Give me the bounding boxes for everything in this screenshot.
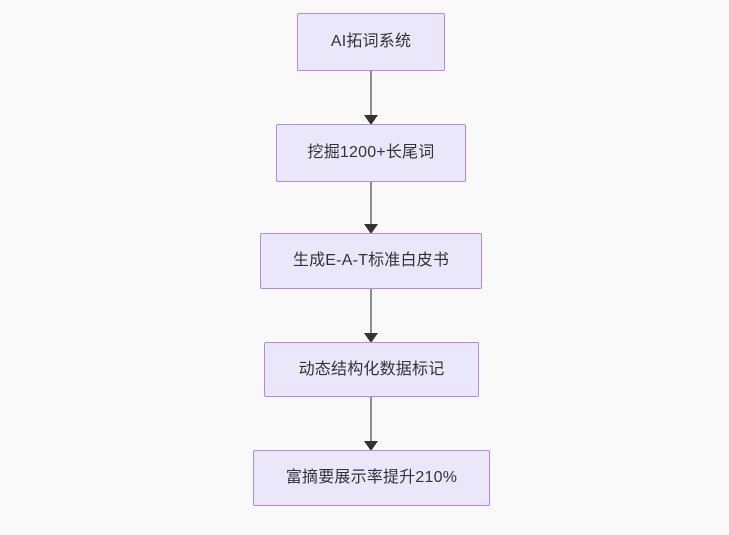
flow-node-label: 挖掘1200+长尾词 [307,144,435,162]
flow-node-ai-keyword-system[interactable]: AI拓词系统 [297,13,445,71]
edge-n2-n3 [364,182,378,234]
flow-node-generate-eat-whitepaper[interactable]: 生成E-A-T标准白皮书 [260,233,482,289]
flow-node-label: 富摘要展示率提升210% [285,469,458,487]
flow-node-label: 动态结构化数据标记 [298,360,445,378]
flow-node-dynamic-structured-data-markup[interactable]: 动态结构化数据标记 [264,342,479,397]
edge-n3-n4 [364,289,378,343]
edge-n1-n2 [364,71,378,125]
edge-n4-n5 [364,397,378,451]
flow-node-label: AI拓词系统 [330,33,412,51]
flow-node-label: 生成E-A-T标准白皮书 [292,252,450,270]
flow-node-rich-snippet-impression-uplift[interactable]: 富摘要展示率提升210% [253,450,490,506]
flow-node-mine-longtail-keywords[interactable]: 挖掘1200+长尾词 [276,124,466,182]
